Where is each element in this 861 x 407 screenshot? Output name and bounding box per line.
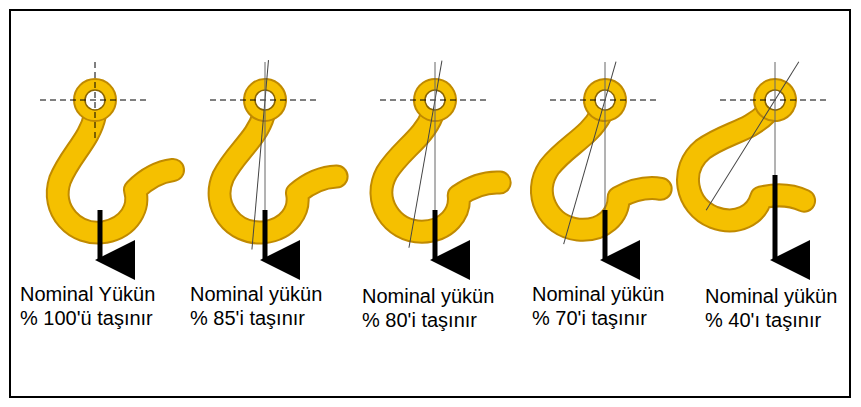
caption-text: Nominal yükün % 70'i taşınır [532, 282, 672, 330]
frame [10, 10, 850, 397]
hook-figure [40, 62, 173, 260]
caption-text: Nominal yükün % 85'i taşınır [190, 282, 330, 330]
caption-text: Nominal yükün % 80'i taşınır [362, 284, 502, 332]
hook-figure [528, 51, 691, 265]
hook-figure [673, 42, 861, 260]
hook-figure [210, 57, 346, 260]
caption-text: Nominal Yükün % 100'ü taşınır [20, 282, 160, 330]
hook-figure [372, 54, 518, 261]
caption-text: Nominal yükün % 40'ı taşınır [705, 284, 845, 332]
